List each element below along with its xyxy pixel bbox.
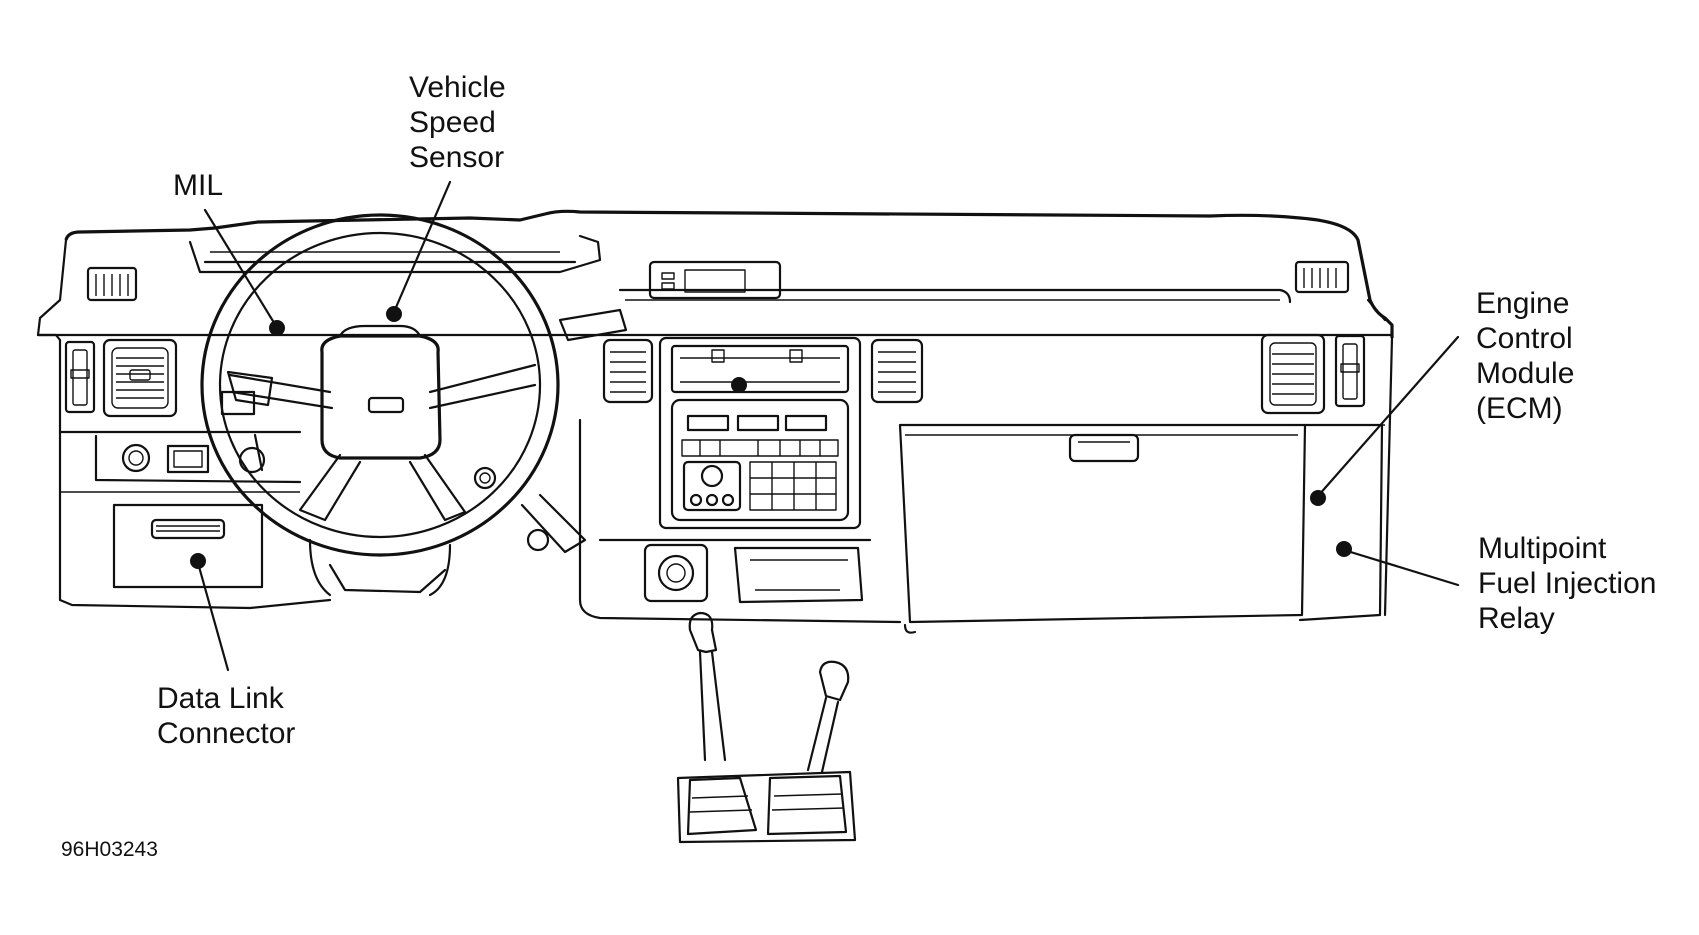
vss-label-line: Speed (409, 106, 496, 139)
mfi-label-line: Multipoint (1478, 532, 1607, 565)
dlc-label-line: Connector (157, 717, 296, 750)
mil-label: MIL (173, 168, 223, 203)
dlc-label: Data Link Connector (157, 681, 295, 751)
ecm-label-line: Engine (1476, 287, 1570, 320)
center-stack (658, 336, 862, 530)
ecm-dot (1310, 490, 1326, 506)
ecm-label-line: Module (1476, 357, 1575, 390)
shift-levers (676, 611, 857, 844)
left-upper-vent (86, 266, 138, 302)
mil-label-line: MIL (173, 169, 224, 202)
vss-label-line: Vehicle (409, 71, 506, 104)
left-side-vent (64, 338, 178, 418)
right-vents (1260, 260, 1366, 415)
vss-label-line: Sensor (409, 141, 505, 174)
center-vents (602, 338, 924, 404)
glove-box (898, 423, 1307, 634)
mil-leader (203, 208, 278, 328)
leader-lines (190, 180, 1460, 672)
vss-label: Vehicle Speed Sensor (409, 70, 506, 175)
mfi-leader (1342, 548, 1460, 587)
dlc-label-line: Data Link (157, 682, 284, 715)
dash-upper-trim (618, 288, 1292, 304)
mfi-label-line: Relay (1478, 602, 1555, 635)
ecm-leader (1316, 335, 1460, 498)
ecm-label-line: Control (1476, 322, 1573, 355)
dlc-dot (190, 553, 206, 569)
dlc-leader (196, 561, 230, 672)
ecm-center-dot (731, 377, 747, 393)
mil-dot (269, 320, 285, 336)
column-stalks (220, 308, 628, 554)
vss-leader (392, 180, 452, 314)
dlc-panel (112, 503, 264, 589)
ecm-label-line: (ECM) (1476, 392, 1563, 425)
vss-dot (386, 306, 402, 322)
mfi-relay-label: Multipoint Fuel Injection Relay (1478, 531, 1656, 636)
ecm-label: Engine Control Module (ECM) (1476, 286, 1574, 426)
mfi-label-line: Fuel Injection (1478, 567, 1657, 600)
dash-clock (648, 260, 782, 300)
figure-id: 96H03243 (61, 838, 158, 861)
dash-top-outline (36, 209, 1394, 610)
center-console (578, 418, 902, 624)
steering-wheel (200, 213, 560, 597)
mfi-dot (1336, 541, 1352, 557)
right-end-panel (1295, 336, 1394, 622)
